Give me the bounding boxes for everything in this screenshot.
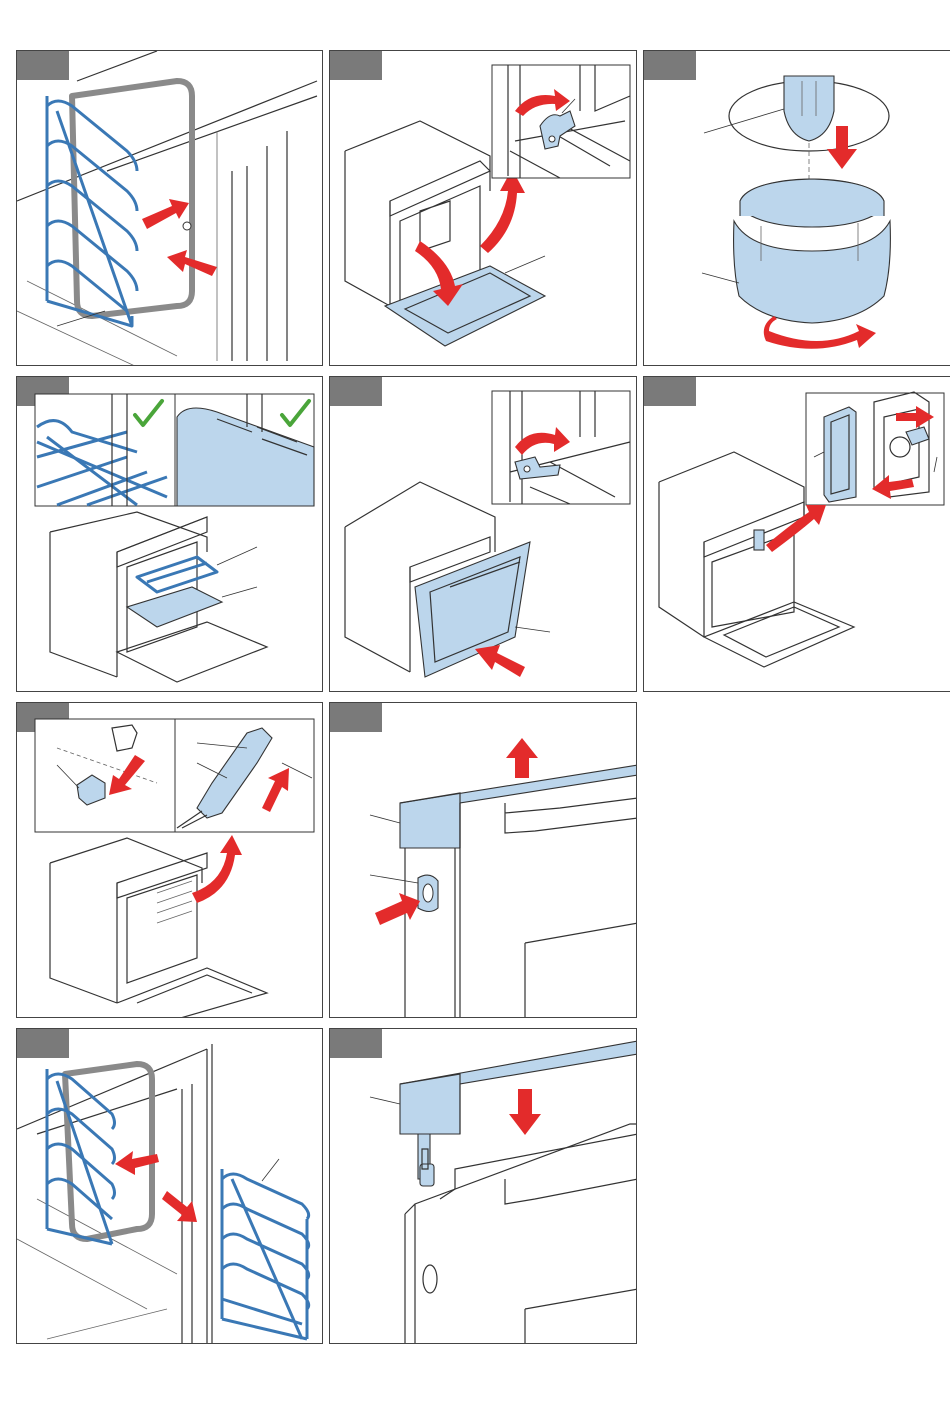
oven-door-closing-illustration <box>330 377 637 692</box>
panel-door-close-hinge <box>329 376 637 692</box>
rack-tray-illustration <box>17 377 323 692</box>
rail-rack-illustration <box>17 51 323 366</box>
door-trim-fit-illustration <box>330 1029 637 1344</box>
panel-door-lock-lever <box>329 50 637 366</box>
cap-tool-illustration <box>17 703 323 1018</box>
door-trim-remove-illustration <box>330 703 637 1018</box>
panel-door-cover-fit <box>329 1028 637 1344</box>
panel-cap-and-tool <box>16 702 323 1018</box>
panel-rack-tray-position <box>16 376 323 692</box>
side-lamp-illustration <box>644 377 950 692</box>
lamp-cover-illustration <box>644 51 950 366</box>
panel-lamp-cover-turn <box>643 50 950 366</box>
panel-door-cover-remove <box>329 702 637 1018</box>
panel-rack-hook-in <box>16 50 323 366</box>
rail-rack-unhook-illustration <box>17 1029 323 1344</box>
panel-rack-unhook <box>16 1028 323 1344</box>
panel-side-lamp-cover <box>643 376 950 692</box>
oven-open-door-illustration <box>330 51 637 366</box>
